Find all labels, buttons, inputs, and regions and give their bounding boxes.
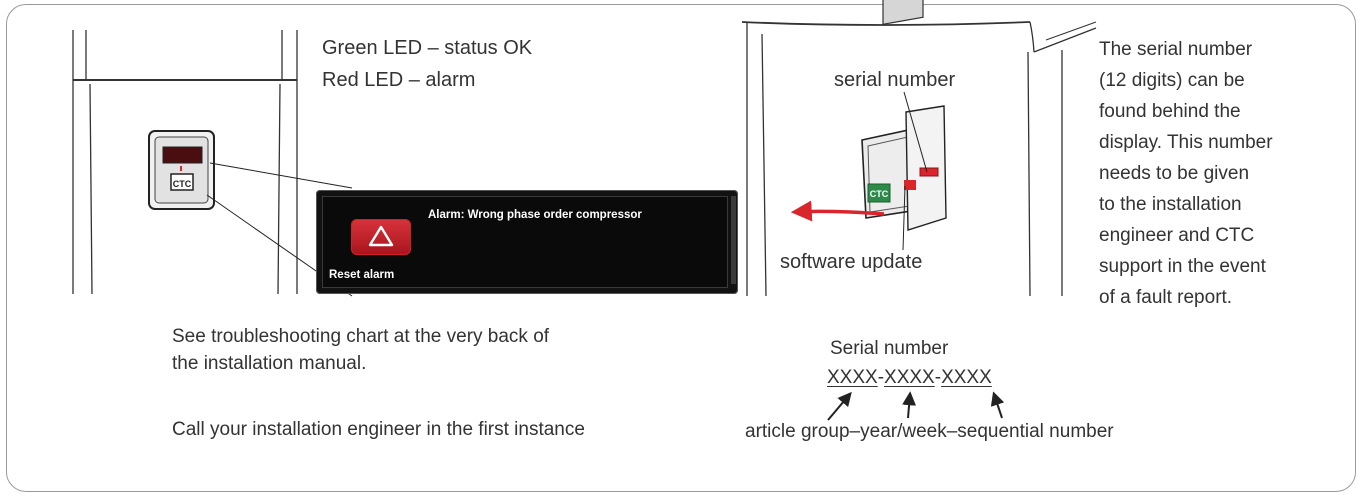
reset-alarm-button[interactable]: Reset alarm xyxy=(329,269,395,281)
figure-frame xyxy=(6,4,1356,492)
serial-format-pattern: XXXX-XXXX-XXXX xyxy=(827,362,992,393)
left-heat-pump-unit xyxy=(72,30,298,295)
legend-green-led: Green LED – status OK xyxy=(322,37,533,59)
alarm-display-screen: Alarm: Wrong phase order compressor Rese… xyxy=(316,190,738,294)
legend-red-led: Red LED – alarm xyxy=(322,69,476,91)
software-update-label: software update xyxy=(780,251,923,273)
serial-group-sequential: XXXX xyxy=(941,367,992,388)
serial-number-label: serial number xyxy=(834,69,956,91)
screen-scrollbar xyxy=(731,196,736,284)
right-callout-lines xyxy=(902,91,928,251)
right-logo: CTC xyxy=(870,189,889,199)
rotate-arrow-icon xyxy=(790,200,885,222)
serial-info-line: needs to be given xyxy=(1099,163,1250,184)
serial-separator: - xyxy=(934,367,942,388)
serial-info-line: display. This number xyxy=(1099,132,1273,153)
serial-arrows xyxy=(827,391,1005,421)
serial-info-line: The serial number xyxy=(1099,39,1253,60)
serial-format-legend: article group–year/week–sequential numbe… xyxy=(745,421,1114,442)
left-logo: CTC xyxy=(173,179,192,189)
serial-group-article: XXXX xyxy=(827,367,878,388)
serial-info-line: found behind the xyxy=(1099,101,1241,122)
serial-info-line: to the installation xyxy=(1099,194,1242,215)
right-heat-pump-unit xyxy=(741,21,1097,297)
alarm-button[interactable] xyxy=(351,219,411,255)
alarm-display-inner: Alarm: Wrong phase order compressor Rese… xyxy=(322,196,728,288)
call-engineer-text: Call your installation engineer in the f… xyxy=(172,419,585,440)
alarm-message: Alarm: Wrong phase order compressor xyxy=(428,209,642,221)
serial-info-line: of a fault report. xyxy=(1099,287,1233,308)
serial-separator: - xyxy=(877,367,885,388)
serial-info-paragraph: The serial number (12 digits) can be fou… xyxy=(1099,34,1273,313)
serial-info-line: engineer and CTC xyxy=(1099,225,1255,246)
serial-format-heading: Serial number xyxy=(830,338,949,359)
serial-group-yearweek: XXXX xyxy=(884,367,935,388)
serial-info-line: support in the event xyxy=(1099,256,1266,277)
troubleshooting-text: See troubleshooting chart at the very ba… xyxy=(172,326,550,374)
serial-info-line: (12 digits) can be xyxy=(1099,70,1245,91)
left-control-panel xyxy=(148,130,215,210)
warning-triangle-icon xyxy=(368,225,394,247)
